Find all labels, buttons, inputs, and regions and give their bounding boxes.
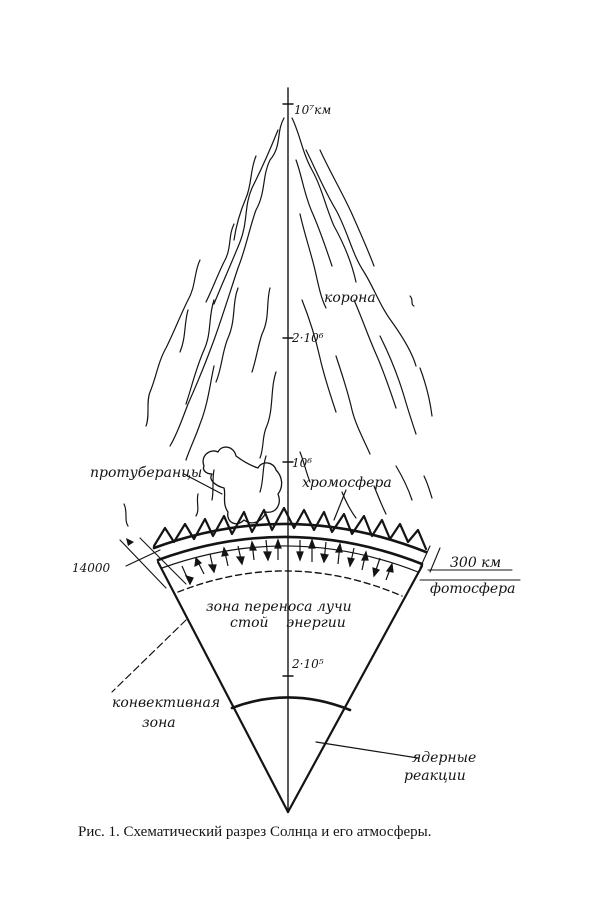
nuclear-label-line1: ядерные (412, 750, 476, 766)
prominences-label: протуберанцы (90, 465, 202, 481)
scale-label-1e6: 10⁶ (292, 456, 312, 470)
photosphere-label: фотосфера (430, 581, 515, 597)
corona-streamers (123, 117, 433, 527)
chromosphere-spikes (152, 506, 428, 551)
radiative-zone-boundary (177, 570, 403, 597)
depth-right-label: 300 км (450, 555, 501, 571)
depth-left-label: 14000 (72, 561, 111, 575)
nuclear-label-line2: реакции (404, 768, 466, 784)
photosphere-bands (152, 522, 428, 573)
radiative-zone-line1: зона переноса лучи (206, 599, 352, 615)
sun-wedge (156, 560, 424, 814)
figure-caption: Рис. 1. Схематический разрез Солнца и ег… (78, 824, 432, 840)
prominence-cloud (202, 446, 283, 525)
central-axis (282, 87, 294, 813)
convective-zone-line2: зона (142, 715, 176, 731)
convective-zone-line1: конвективная (112, 695, 220, 711)
convective-zone-arrows (181, 538, 394, 586)
scale-label-2e5: 2·10⁵ (291, 657, 324, 671)
scale-label-top: 10⁷км (294, 103, 331, 117)
scale-label-2e6: 2·10⁶ (291, 331, 324, 345)
leader-lines (111, 473, 521, 759)
radiative-zone-line2: стой энергии (230, 615, 346, 631)
chromosphere-label: хромосфера (302, 475, 392, 491)
corona-label: корона (324, 290, 376, 306)
text-labels: 10⁷км корона 2·10⁶ 10⁶ протуберанцы хром… (72, 103, 515, 784)
